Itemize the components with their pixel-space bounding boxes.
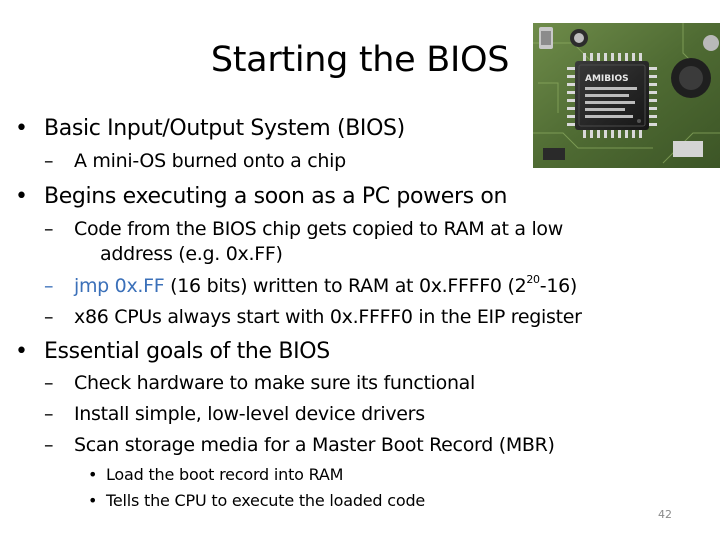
bios-chip-photo: AMIBIOS	[533, 23, 720, 168]
sub-sub-bullet-load-record: Load the boot record into RAM	[106, 465, 344, 484]
bullet-begins-executing: Begins executing a soon as a PC powers o…	[44, 184, 508, 209]
jmp-text-end: -16)	[539, 275, 578, 297]
page-title: Starting the BIOS	[210, 40, 510, 80]
dash-marker: –	[44, 275, 54, 297]
bullet-marker-small: •	[88, 491, 98, 510]
bullet-essential-goals: Essential goals of the BIOS	[44, 339, 330, 364]
dash-marker: –	[44, 372, 54, 394]
sub-bullet-mini-os: A mini-OS burned onto a chip	[74, 150, 346, 172]
dash-marker: –	[44, 150, 54, 172]
bullet-marker: •	[15, 116, 28, 141]
dash-marker: –	[44, 403, 54, 425]
bullet-bios-definition: Basic Input/Output System (BIOS)	[44, 116, 405, 141]
dash-marker: –	[44, 434, 54, 456]
bullet-marker: •	[15, 184, 28, 209]
sub-bullet-install-drivers: Install simple, low-level device drivers	[74, 403, 425, 425]
sub-bullet-jmp: jmp 0x.FF (16 bits) written to RAM at 0x…	[74, 272, 578, 297]
sub-bullet-code-copied-line1: Code from the BIOS chip gets copied to R…	[74, 218, 563, 240]
jmp-text: (16 bits) written to RAM at 0x.FFFF0 (2	[164, 275, 527, 297]
dash-marker: –	[44, 218, 54, 240]
bullet-marker-small: •	[88, 465, 98, 484]
sub-sub-bullet-tells-cpu: Tells the CPU to execute the loaded code	[106, 491, 426, 510]
sub-bullet-x86-cpus: x86 CPUs always start with 0x.FFFF0 in t…	[74, 306, 582, 328]
dash-marker: –	[44, 306, 54, 328]
sub-bullet-code-copied-line2: address (e.g. 0x.FF)	[100, 243, 283, 265]
jmp-superscript: 20	[526, 272, 540, 286]
sub-bullet-check-hardware: Check hardware to make sure its function…	[74, 372, 476, 394]
bullet-marker: •	[15, 339, 28, 364]
chip-label: AMIBIOS	[585, 74, 629, 84]
page-number: 42	[658, 508, 672, 521]
sub-bullet-scan-storage: Scan storage media for a Master Boot Rec…	[74, 434, 555, 456]
jmp-highlight: jmp 0x.FF	[74, 275, 165, 297]
